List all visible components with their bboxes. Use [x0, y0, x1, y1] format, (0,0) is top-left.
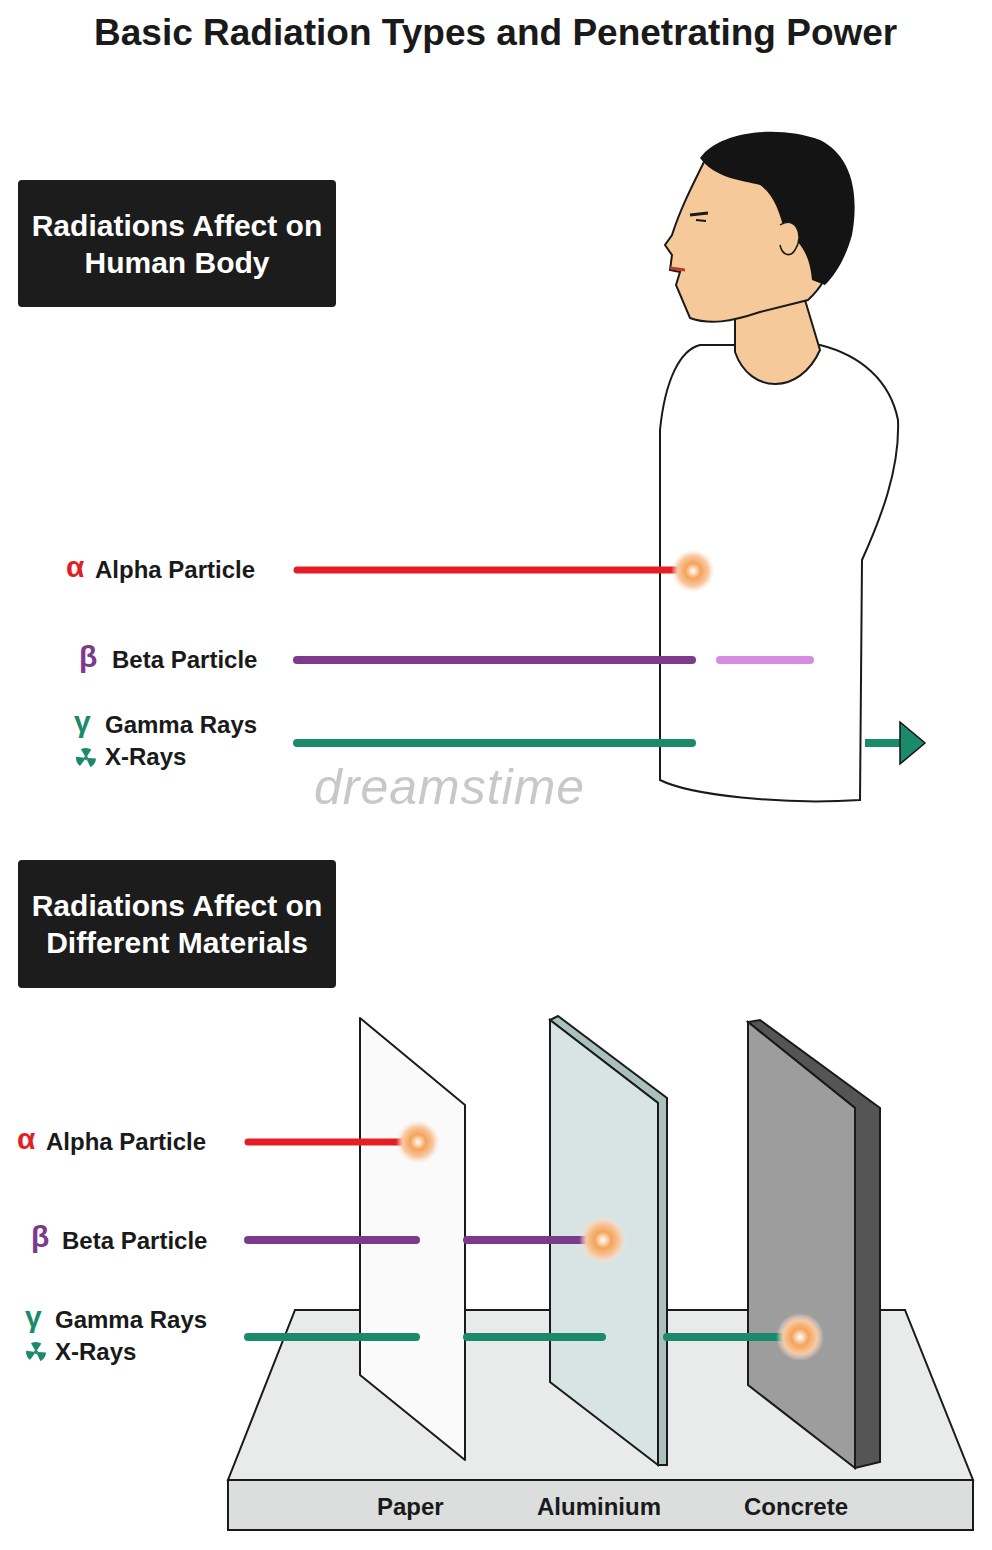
header-text: Radiations Affect on Human Body [28, 207, 326, 281]
radiation-name: Alpha Particle [95, 556, 255, 584]
radiation-name: Gamma Rays [105, 711, 257, 739]
greek-letter: γ [74, 705, 91, 739]
radiation-icon [28, 1344, 44, 1360]
greek-letter: γ [25, 1300, 42, 1334]
radiation-icon [78, 750, 94, 766]
human-figure [660, 132, 898, 802]
radiation-name: X-Rays [105, 743, 186, 771]
greek-letter: α [17, 1122, 35, 1156]
radiation-name: Beta Particle [62, 1227, 207, 1255]
material-name: Paper [375, 1493, 446, 1521]
greek-letter: β [79, 640, 97, 674]
header-box: Radiations Affect on Human Body [18, 180, 336, 307]
material-name: Aluminium [535, 1493, 663, 1521]
header-text: Radiations Affect on Different Materials [28, 887, 326, 961]
watermark: dreamstime [310, 758, 589, 816]
header-box: Radiations Affect on Different Materials [18, 860, 336, 988]
title: Basic Radiation Types and Penetrating Po… [94, 12, 897, 54]
radiation-name: Alpha Particle [46, 1128, 206, 1156]
radiation-name: Beta Particle [112, 646, 257, 674]
greek-letter: β [31, 1220, 49, 1254]
radiation-name: X-Rays [55, 1338, 136, 1366]
radiation-name: Gamma Rays [55, 1306, 207, 1334]
material-name: Concrete [742, 1493, 850, 1521]
greek-letter: α [66, 550, 84, 584]
